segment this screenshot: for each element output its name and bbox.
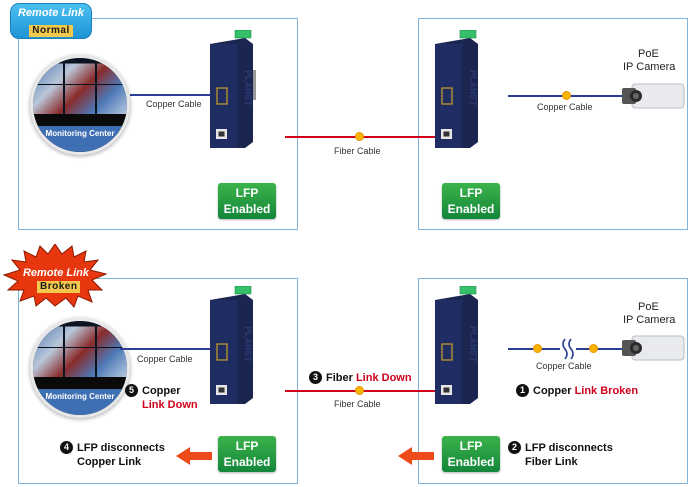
- step-4-lfp-disconnects-copper: 4 LFP disconnects Copper Link: [60, 441, 165, 469]
- step-text: Fiber: [326, 372, 356, 384]
- copper-cable-label: Copper Cable: [146, 99, 202, 109]
- lfp-line1: LFP: [235, 439, 259, 453]
- step-text: LFP disconnects: [77, 442, 165, 454]
- step-number: 1: [516, 384, 529, 397]
- step-1-copper-link-broken: 1 Copper Link Broken: [516, 384, 638, 398]
- media-converter-device: PLANET: [435, 30, 478, 148]
- lfp-line1: LFP: [459, 439, 483, 453]
- lfp-line2: Enabled: [223, 202, 271, 216]
- camera-label-poe: PoE: [638, 301, 659, 313]
- monitoring-center-image: Monitoring Center: [30, 318, 130, 418]
- fiber-connector-icon: [355, 386, 364, 395]
- copper-cable-line: [130, 94, 214, 96]
- svg-text:PLANET: PLANET: [468, 326, 478, 363]
- step-number: 3: [309, 371, 322, 384]
- step-number: 4: [60, 441, 73, 454]
- broken-badge-line2: Broken: [37, 281, 81, 293]
- svg-text:PLANET: PLANET: [468, 70, 478, 107]
- step-text: Copper: [142, 385, 181, 397]
- copper-cable-label: Copper Cable: [137, 354, 193, 364]
- media-converter-device: PLANET: [210, 30, 256, 148]
- broken-badge-line1: Remote Link: [22, 267, 89, 279]
- lfp-line2: Enabled: [447, 202, 495, 216]
- monitoring-center-label: Monitoring Center: [33, 126, 127, 152]
- fiber-connector-icon: [355, 132, 364, 141]
- copper-connector-icon: [533, 344, 542, 353]
- step-number: 2: [508, 441, 521, 454]
- step-3-fiber-link-down: 3 Fiber Link Down: [309, 371, 412, 385]
- badge-line1: Remote Link: [17, 7, 84, 19]
- arrow-left-icon: [176, 447, 212, 465]
- svg-text:PLANET: PLANET: [243, 326, 253, 363]
- lfp-enabled-badge: LFP Enabled: [442, 436, 500, 472]
- camera-label-ip: IP Camera: [623, 61, 676, 73]
- monitoring-center-image: Monitoring Center: [30, 55, 130, 155]
- lfp-line2: Enabled: [223, 455, 271, 469]
- ip-camera-icon: [622, 335, 685, 361]
- step-highlight: Link Broken: [574, 385, 639, 397]
- lfp-enabled-badge: LFP Enabled: [442, 183, 500, 219]
- monitoring-center-label: Monitoring Center: [33, 389, 127, 415]
- camera-label-poe: PoE: [638, 48, 659, 60]
- copper-cable-line: [576, 348, 626, 350]
- lfp-enabled-badge: LFP Enabled: [218, 183, 276, 219]
- lfp-line2: Enabled: [447, 455, 495, 469]
- step-text: LFP disconnects: [525, 442, 613, 454]
- media-converter-device: PLANET: [435, 286, 478, 404]
- step-text: Fiber Link: [525, 456, 578, 468]
- lfp-line1: LFP: [459, 186, 483, 200]
- step-number: 5: [125, 384, 138, 397]
- lfp-enabled-badge: LFP Enabled: [218, 436, 276, 472]
- broken-cable-icon: [562, 338, 574, 360]
- copper-cable-label: Copper Cable: [537, 102, 593, 112]
- step-highlight: Link Down: [355, 372, 412, 384]
- remote-link-normal-badge: Remote Link Normal: [10, 3, 92, 39]
- media-converter-device: PLANET: [210, 286, 253, 404]
- fiber-cable-label: Fiber Cable: [334, 146, 381, 156]
- ip-camera-icon: [622, 83, 685, 109]
- copper-cable-line: [120, 348, 214, 350]
- svg-text:PLANET: PLANET: [243, 70, 253, 107]
- fiber-cable-label: Fiber Cable: [334, 399, 381, 409]
- arrow-left-icon: [398, 447, 434, 465]
- step-5-copper-link-down: 5 Copper Link Down: [125, 384, 198, 412]
- copper-connector-icon: [562, 91, 571, 100]
- remote-link-broken-badge: [2, 244, 108, 308]
- copper-connector-icon: [589, 344, 598, 353]
- step-highlight: Link Down: [142, 399, 198, 411]
- step-2-lfp-disconnects-fiber: 2 LFP disconnects Fiber Link: [508, 441, 613, 469]
- step-text: Copper Link: [77, 456, 142, 468]
- copper-cable-label: Copper Cable: [536, 361, 592, 371]
- camera-label-ip: IP Camera: [623, 314, 676, 326]
- step-text: Copper: [533, 385, 575, 397]
- badge-line2: Normal: [29, 25, 73, 37]
- lfp-line1: LFP: [235, 186, 259, 200]
